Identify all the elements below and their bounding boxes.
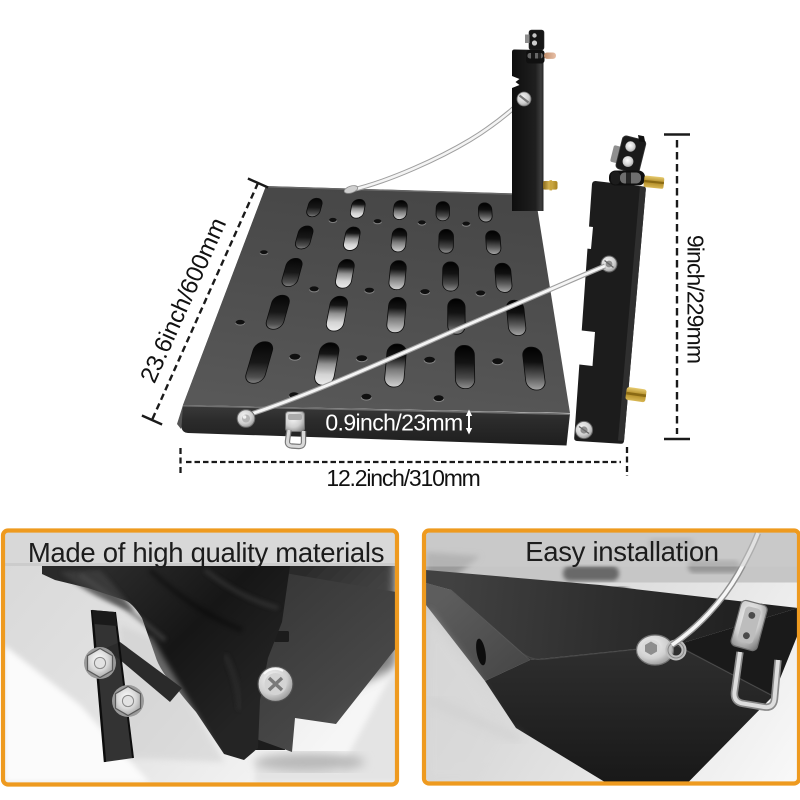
svg-text:12.2inch/310mm: 12.2inch/310mm (326, 465, 479, 491)
svg-text:Easy installation: Easy installation (525, 536, 719, 567)
svg-text:Made of high quality materials: Made of high quality materials (28, 537, 384, 568)
svg-text:0.9inch/23mm: 0.9inch/23mm (325, 410, 462, 436)
svg-text:9inch/229mm: 9inch/229mm (683, 235, 709, 363)
